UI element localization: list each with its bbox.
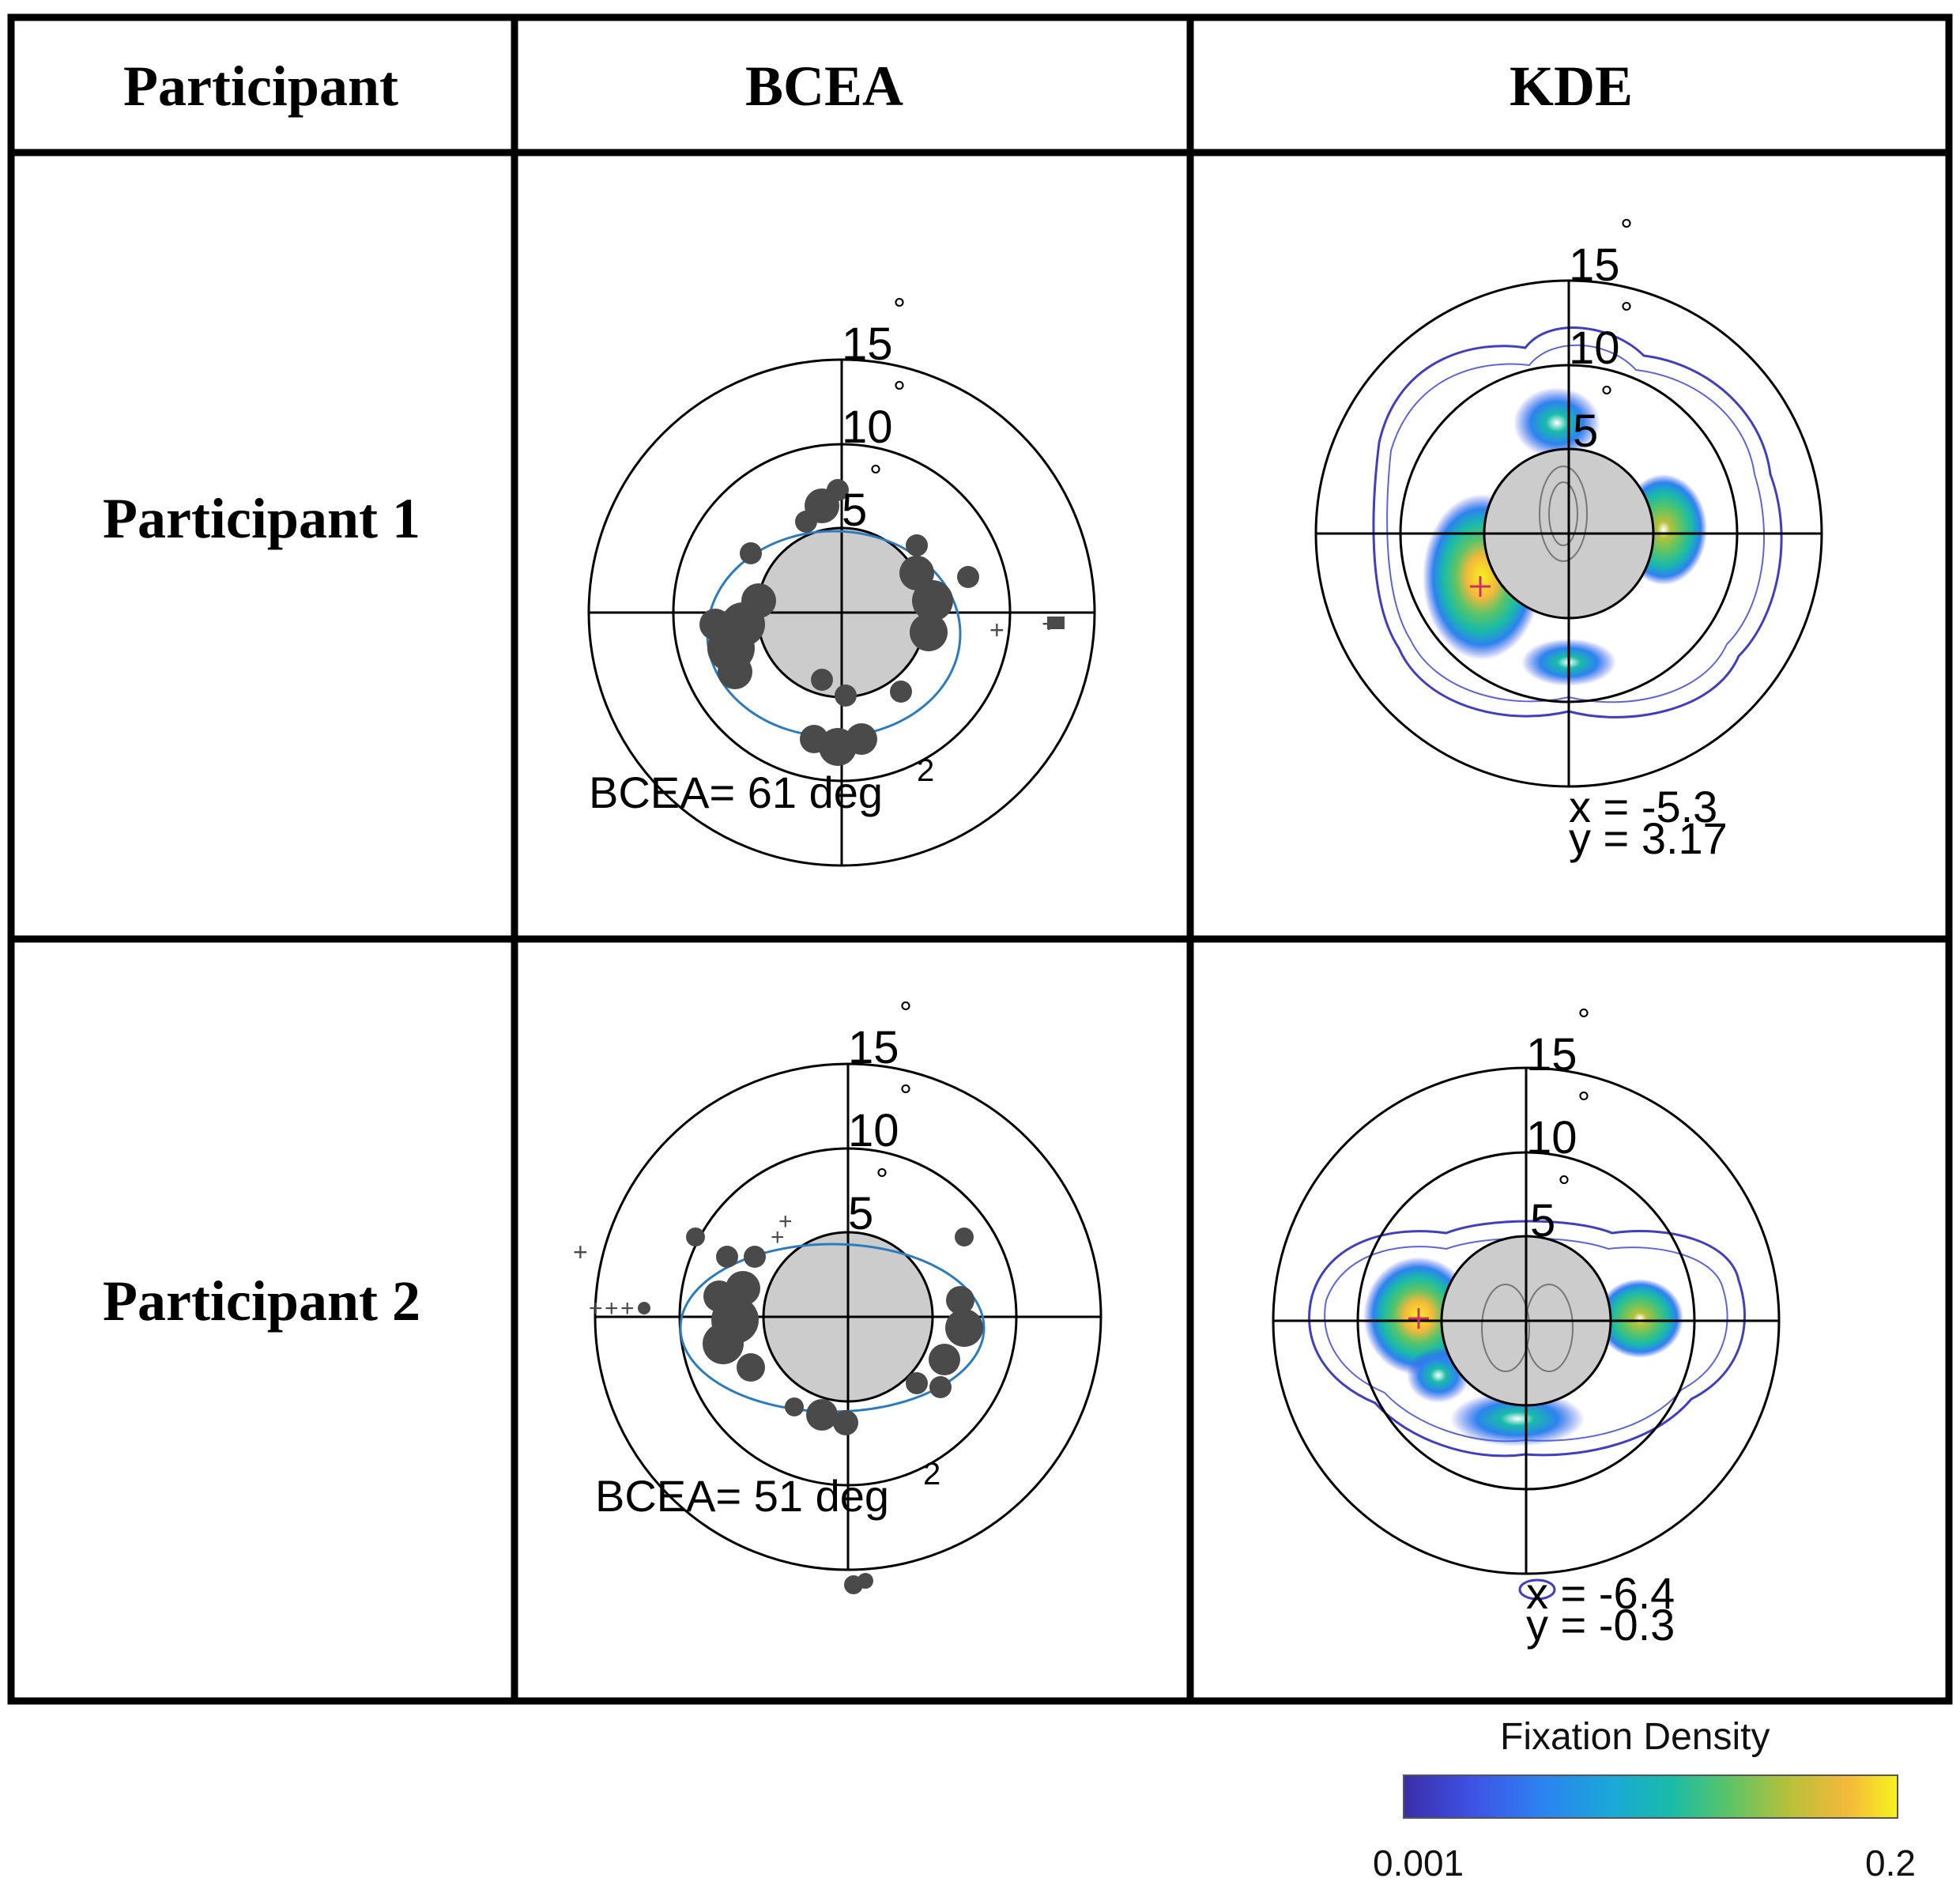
ring-label-15: 15 [842,319,893,370]
prl-marker [1470,576,1491,597]
bcea-value-participant-1: BCEA= 61 deg [589,767,883,817]
ring-label-10: 10 [1569,322,1620,374]
degree-15: ° [893,292,906,327]
svg-text:+: + [605,1295,619,1322]
prl-marker [1408,1308,1429,1329]
kde-plot-participant-2: 15 ° 10 ° 5 ° x = -6.4 y = -0.3 [1272,1003,1781,1650]
svg-text:+: + [589,1295,603,1322]
degree-15: ° [899,996,912,1031]
bcea-value-participant-2: BCEA= 51 deg [595,1471,889,1521]
degree-5: ° [1600,380,1613,415]
table-grid [7,13,1953,1705]
svg-text:+: + [771,1224,785,1250]
bcea-exponent-participant-2: 2 [923,1457,940,1492]
svg-text:+: + [573,1238,588,1266]
svg-text:+: + [778,1209,793,1235]
ring-label-15: 15 [1569,239,1620,291]
kde-plot-participant-1: 15 ° 10 ° 5 ° x = -5.3 y = 3.17 [1314,213,1823,863]
svg-text:+: + [620,1295,635,1322]
degree-10: ° [899,1079,912,1114]
degree-5: ° [1558,1170,1570,1205]
ring-label-10: 10 [848,1105,899,1156]
ring-label-10: 10 [842,402,893,453]
bcea-plot-participant-2: + + + + + + 15 ° 10 ° 5 ° BCEA= 51 deg 2 [573,996,1102,1594]
legend-title: Fixation Density [1500,1716,1770,1758]
ring-label-5: 5 [1530,1195,1555,1246]
svg-text:+: + [989,616,1004,644]
degree-10: ° [893,375,906,410]
degree-15: ° [1577,1003,1590,1038]
kde-y-participant-1: y = 3.17 [1569,813,1728,863]
degree-15: ° [1620,213,1633,248]
kde-y-participant-2: y = -0.3 [1526,1600,1675,1650]
header-participant: Participant [123,55,398,118]
ring-label-15: 15 [848,1022,899,1073]
row-label-participant-1: Participant 1 [103,487,420,550]
ring-label-5: 5 [848,1188,873,1239]
kde-x-participant-1: x = -5.3 [1569,782,1717,832]
fixation-cluster: + + [699,479,1065,766]
header-bcea: BCEA [745,55,903,118]
header-kde: KDE [1510,55,1633,118]
legend-max: 0.2 [1865,1842,1916,1884]
colorbar [1403,1774,1898,1819]
degree-5: ° [876,1163,888,1197]
bcea-exponent-participant-1: 2 [917,753,934,788]
legend-min: 0.001 [1373,1842,1464,1884]
bcea-plot-participant-1: + + 15 ° 10 ° 5 ° BCEA= 61 deg 2 [587,292,1096,867]
degree-10: ° [1620,296,1633,331]
degree-10: ° [1577,1086,1590,1121]
ring-label-5: 5 [842,485,867,536]
row-label-participant-2: Participant 2 [103,1269,420,1333]
degree-5: ° [869,459,882,494]
fixation-cluster: + + + + + + [573,1209,983,1594]
kde-x-participant-2: x = -6.4 [1526,1568,1675,1618]
ring-label-10: 10 [1526,1112,1577,1163]
ring-label-5: 5 [1573,405,1598,457]
ring-label-15: 15 [1526,1029,1577,1080]
